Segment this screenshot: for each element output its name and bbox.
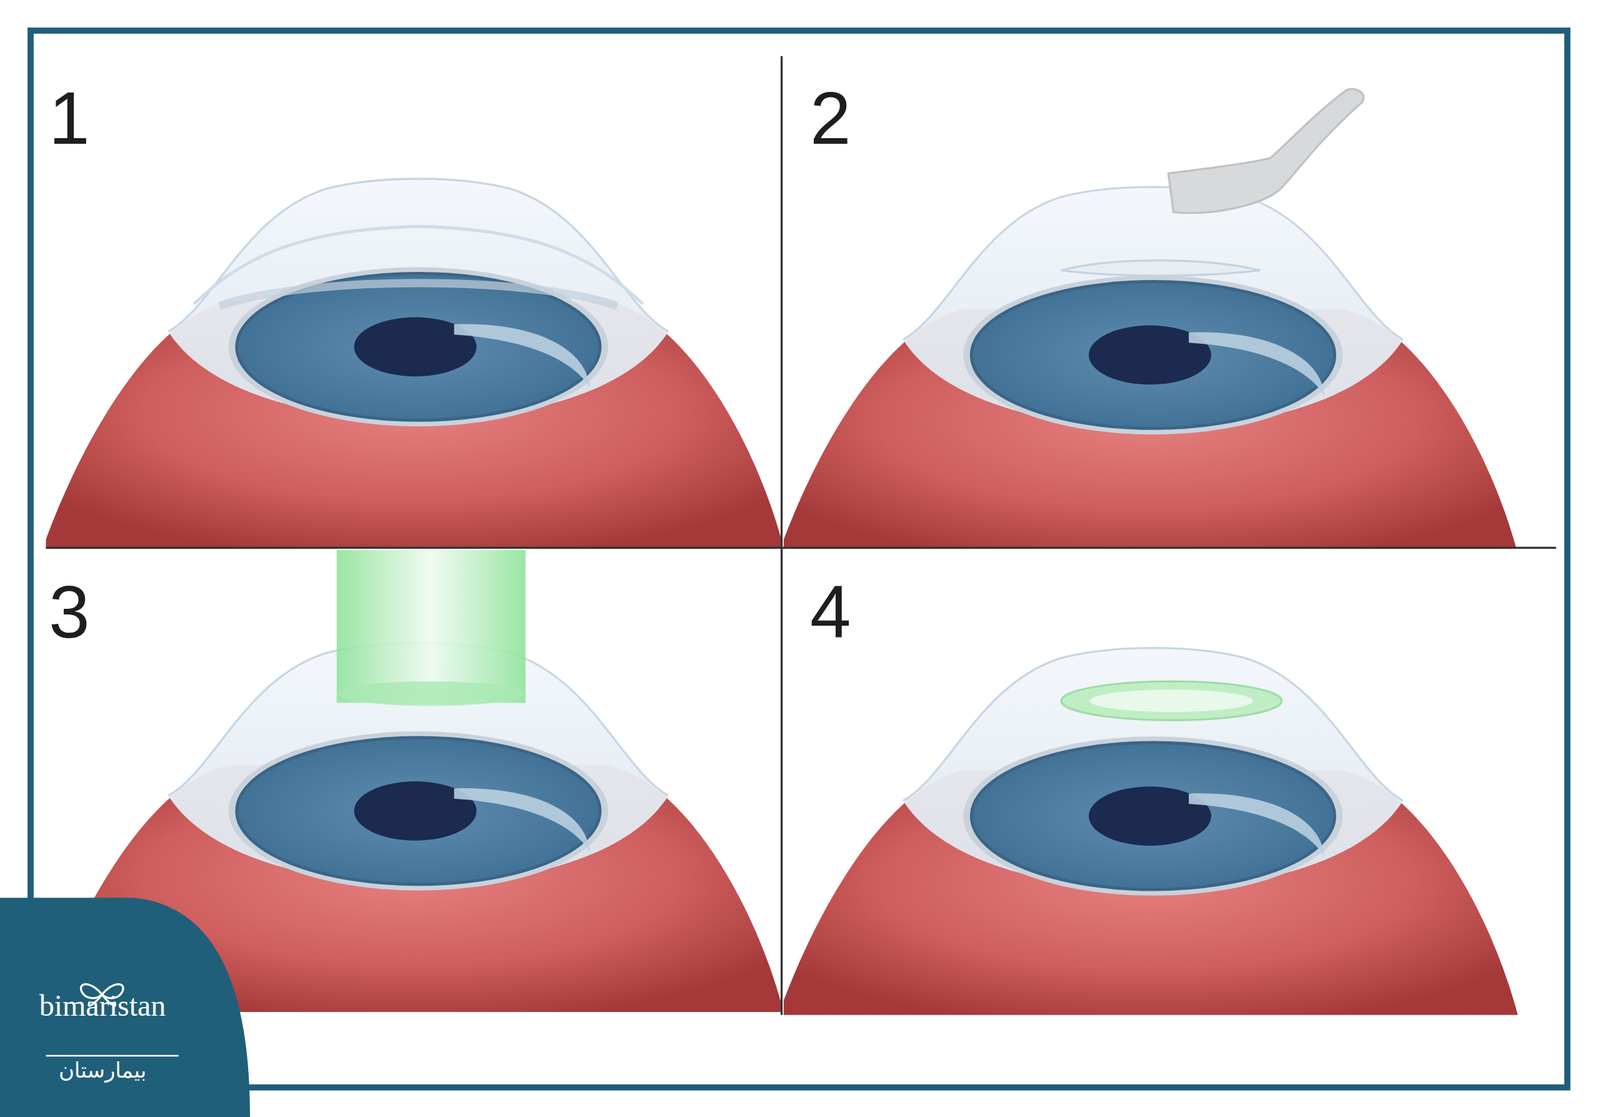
step-number: 1 — [48, 81, 90, 155]
logo-text: bimaristan — [39, 990, 167, 1021]
logo-text-arabic: بيمارستان — [58, 1059, 147, 1081]
step-number: 4 — [810, 575, 852, 649]
step-number: 3 — [48, 575, 90, 649]
step-number: 2 — [810, 81, 852, 155]
